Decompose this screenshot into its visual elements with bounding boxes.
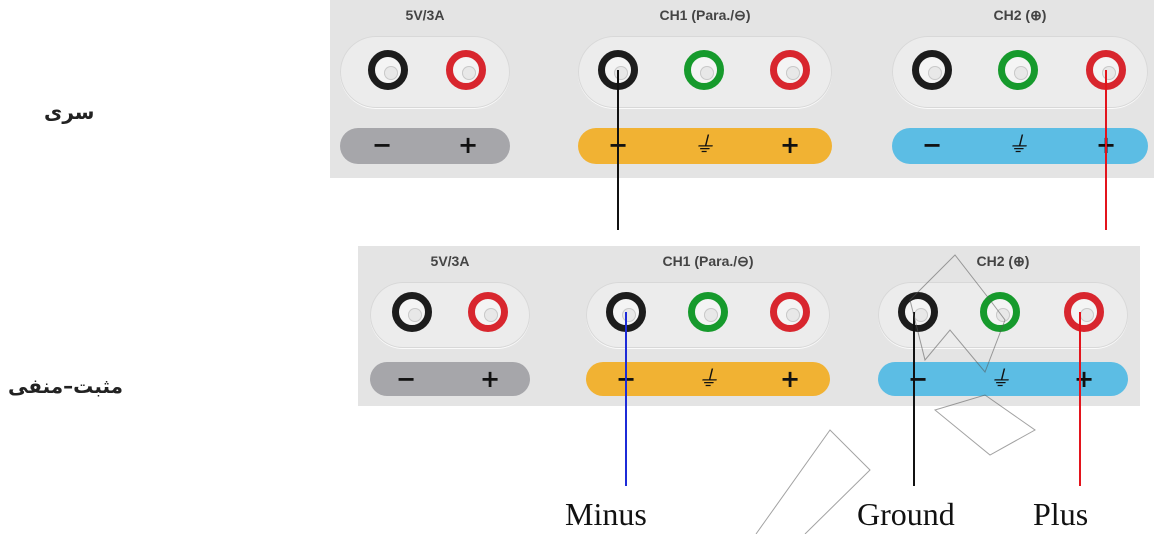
wire-black-ground	[913, 312, 915, 486]
polarity-strip	[878, 362, 1128, 396]
minus-symbol: −	[395, 365, 417, 393]
wire-black-ch1-minus	[617, 70, 619, 230]
row1-mode-label: سری	[44, 100, 95, 124]
terminal-green	[684, 50, 724, 90]
ground-wire-label: Ground	[857, 496, 955, 532]
channel-ch1: CH1 (Para./⊖) − ⏚ +	[578, 7, 832, 172]
terminal-black	[912, 50, 952, 90]
terminal-green	[688, 292, 728, 332]
polarity-strip	[370, 362, 530, 396]
plus-wire-label: Plus	[1033, 496, 1089, 532]
wire-red-plus	[1079, 312, 1081, 486]
ground-symbol-icon: ⏚	[696, 367, 719, 392]
channel-5v3a: 5V/3A − +	[340, 7, 510, 172]
channel-title: CH2 (⊕)	[976, 253, 1030, 269]
channel-title: CH1 (Para./⊖)	[662, 253, 754, 269]
terminal-green	[980, 292, 1020, 332]
minus-wire-label: Minus	[565, 496, 647, 532]
terminal-red	[446, 50, 486, 90]
channel-title: 5V/3A	[405, 7, 445, 23]
terminal-green	[998, 50, 1038, 90]
terminal-black	[368, 50, 408, 90]
plus-symbol: +	[457, 131, 479, 159]
polarity-strip	[340, 128, 510, 164]
wire-blue-minus	[625, 312, 627, 486]
minus-symbol: −	[907, 365, 929, 393]
polarity-strip	[578, 128, 832, 164]
terminal-red	[770, 292, 810, 332]
ground-symbol-icon: ⏚	[692, 133, 715, 158]
ground-symbol-icon: ⏚	[988, 367, 1011, 392]
channel-title: CH2 (⊕)	[993, 7, 1047, 23]
terminal-black	[392, 292, 432, 332]
ground-symbol-icon: ⏚	[1006, 133, 1029, 158]
minus-symbol: −	[371, 131, 393, 159]
channel-title: CH1 (Para./⊖)	[659, 7, 751, 23]
plus-symbol: +	[779, 365, 801, 393]
terminal-red	[770, 50, 810, 90]
terminal-black	[598, 50, 638, 90]
terminal-red	[468, 292, 508, 332]
plus-symbol: +	[479, 365, 501, 393]
row2-mode-label: مثبت–منفی	[8, 374, 124, 398]
plus-symbol: +	[779, 131, 801, 159]
channel-title: 5V/3A	[430, 253, 470, 269]
plus-symbol: +	[1073, 365, 1095, 393]
wire-red-ch2-plus	[1105, 70, 1107, 230]
panel-series: 5V/3A − + CH1 (Para./⊖) − ⏚ + CH2 (⊕) − …	[330, 0, 1154, 178]
terminal-red	[1064, 292, 1104, 332]
channel-5v3a: 5V/3A − +	[370, 253, 530, 403]
minus-symbol: −	[921, 131, 943, 159]
terminal-black	[898, 292, 938, 332]
